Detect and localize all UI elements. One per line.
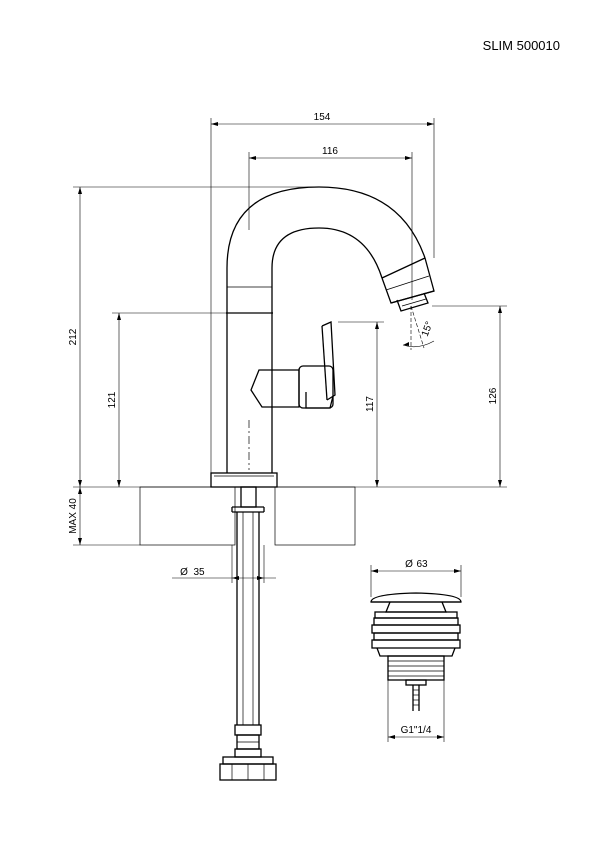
supply-hose <box>219 486 277 781</box>
countertop <box>139 486 356 546</box>
dimension-diameter-35: Ø 35 <box>172 545 276 583</box>
thread-label: G1"1/4 <box>401 725 432 736</box>
angle-15-label: 15° <box>420 320 436 338</box>
diameter-symbol-63: Ø <box>405 559 413 570</box>
dim-117-label: 117 <box>365 396 376 412</box>
dim-121-label: 121 <box>107 391 118 408</box>
dimension-max-40: MAX 40 <box>68 487 140 546</box>
diameter-symbol-35: Ø <box>180 567 188 578</box>
dim-154-label: 154 <box>314 112 331 123</box>
dim-116-label: 116 <box>322 146 338 157</box>
drain-popup: Ø 63 G1"1/4 <box>370 559 462 742</box>
angle-15: 15° <box>402 305 436 350</box>
dim-35-label: 35 <box>193 567 205 578</box>
dim-126-label: 126 <box>488 387 499 404</box>
dim-212-label: 212 <box>68 328 79 345</box>
faucet-body <box>210 186 435 488</box>
dim-max-40-label: MAX 40 <box>68 498 79 534</box>
dim-63-label: 63 <box>416 559 428 570</box>
dimension-212: 212 <box>68 186 319 487</box>
dimension-117: 117 <box>338 321 384 487</box>
model-title: SLIM 500010 <box>483 38 560 53</box>
dimension-116: 116 <box>248 146 413 300</box>
dimension-154: 154 <box>210 112 435 487</box>
dimension-126: 126 <box>432 305 507 487</box>
dimension-121: 121 <box>107 312 226 487</box>
